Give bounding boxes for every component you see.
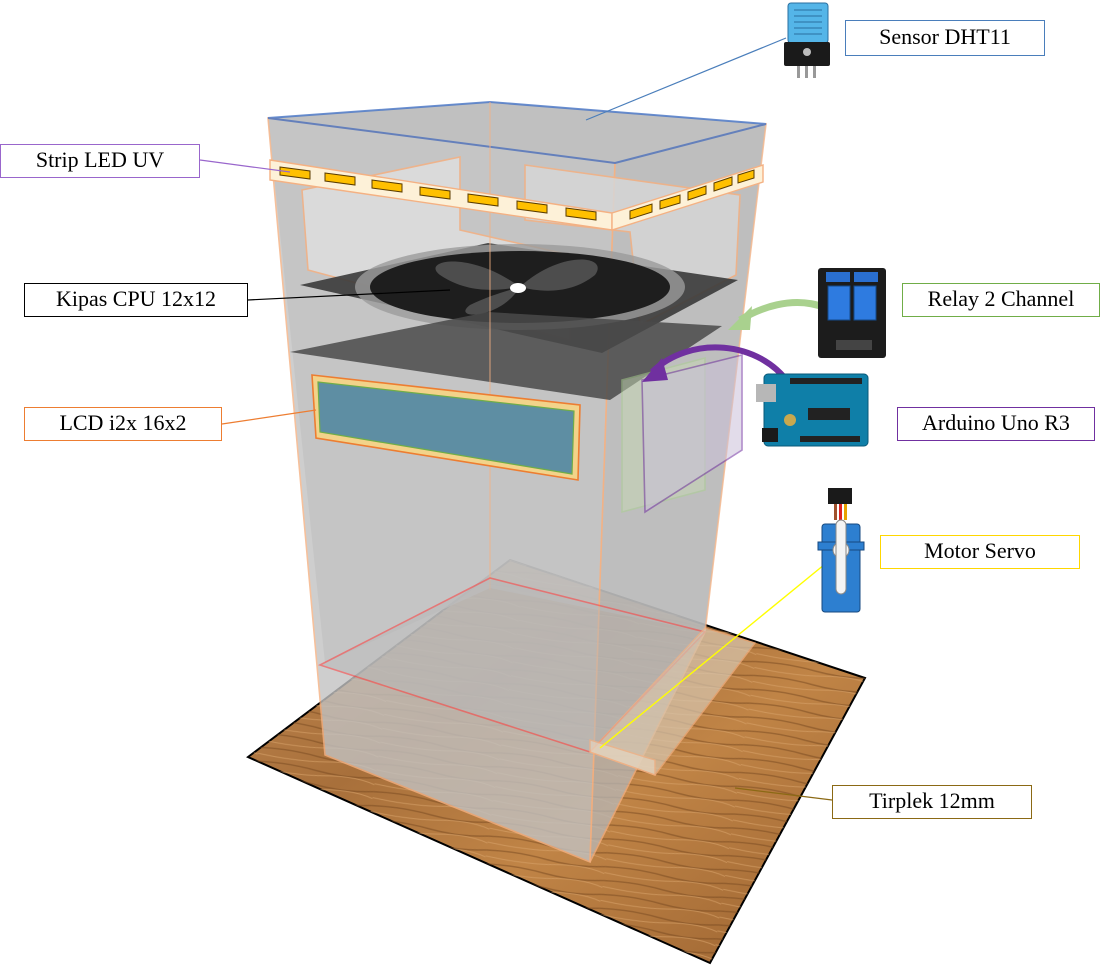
servo-leader (599, 559, 831, 749)
arduino-arrow (649, 344, 793, 387)
fan-leader (247, 289, 451, 301)
label-relay-2-channel: Relay 2 Channel (902, 283, 1100, 317)
dht11-sensor-icon (784, 2, 830, 78)
relay-arrowhead (728, 306, 752, 330)
relay-module-icon (818, 268, 886, 358)
arduino-board-icon (756, 373, 869, 447)
label-motor-servo: Motor Servo (880, 535, 1080, 569)
servo-motor-icon (817, 488, 865, 613)
label-sensor-dht11: Sensor DHT11 (845, 20, 1045, 56)
arduino-arrowhead (642, 358, 668, 382)
sensor-leader (585, 37, 787, 121)
label-arduino-uno: Arduino Uno R3 (897, 407, 1095, 441)
led-strip (269, 159, 764, 231)
label-strip-led-uv: Strip LED UV (0, 144, 200, 178)
label-tirplek: Tirplek 12mm (832, 785, 1032, 819)
lcd-display (311, 374, 581, 481)
dryer-box (267, 100, 767, 864)
label-lcd: LCD i2x 16x2 (24, 407, 222, 441)
electronics-enclosure (621, 353, 743, 514)
label-kipas-cpu: Kipas CPU 12x12 (24, 283, 248, 317)
base-leader (734, 787, 833, 801)
strip-leader (199, 159, 291, 173)
lcd-leader (221, 409, 317, 425)
